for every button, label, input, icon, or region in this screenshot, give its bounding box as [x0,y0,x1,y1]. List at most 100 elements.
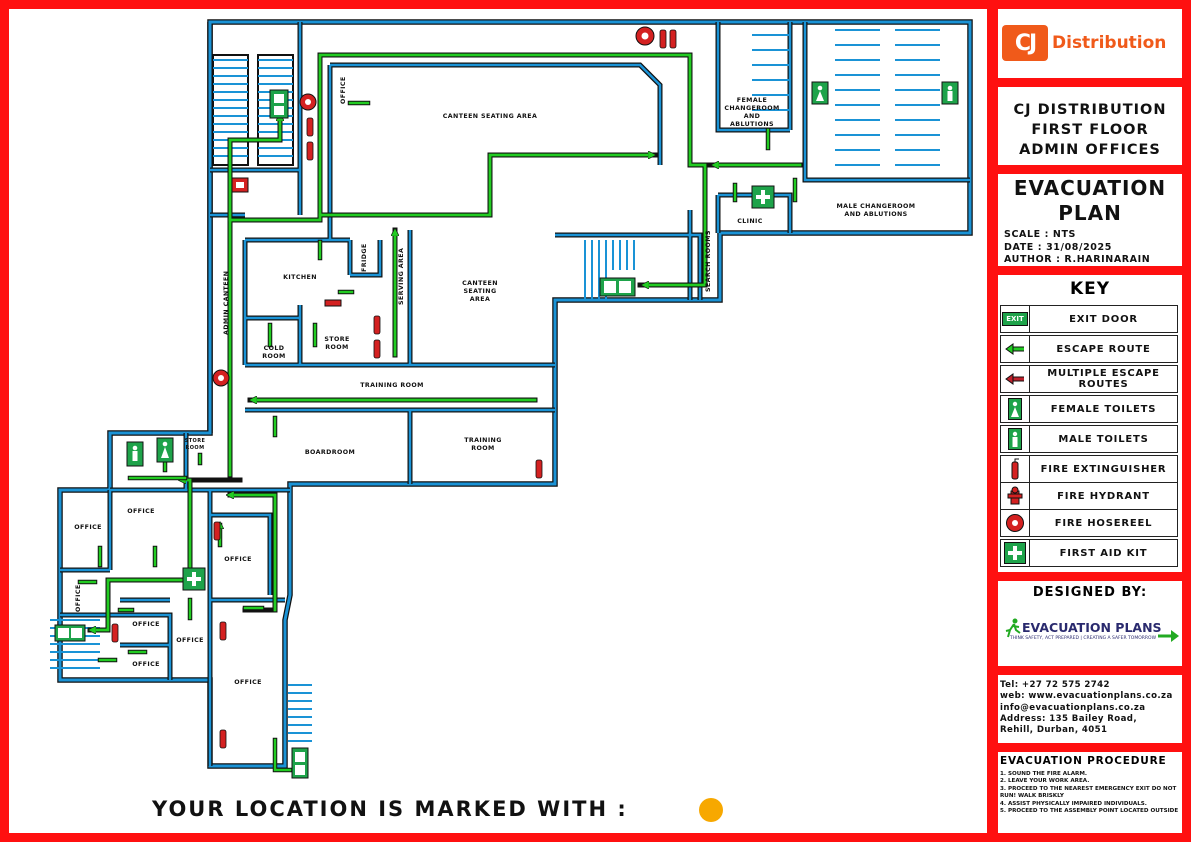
key-title: KEY [1069,279,1111,299]
exit-sign-left [54,624,86,642]
evacuation-title-line: PLAN [1058,201,1122,225]
fire-hydrant-icon [324,299,342,307]
procedure-title: EVACUATION PROCEDURE [1000,755,1167,767]
designer-name: EVACUATION PLANS [1022,620,1162,635]
procedure-step: 4. ASSIST PHYSICALLY IMPAIRED INDIVIDUAL… [1000,800,1147,807]
male-toilet-icon [126,441,144,467]
walls [57,19,973,769]
contact-details: Tel: +27 72 575 2742 web: www.evacuation… [1000,680,1173,736]
panel-separator [998,266,1182,275]
room-label: OFFICE [224,556,252,563]
room-label: ROOM [325,344,348,351]
room-label: OFFICE [127,508,155,515]
changeroom-cubicles [752,29,940,166]
plan-title-line: CJ DISTRIBUTION [1013,102,1167,118]
location-note: YOUR LOCATION IS MARKED WITH : [152,797,628,821]
key-row-fire-hosereel: FIRE HOSEREEL [1000,509,1178,537]
email: info@evacuationplans.co.za [1000,702,1146,713]
fire-extinguisher-icon [219,621,227,641]
designer-tagline: THINK SAFETY, ACT PREPARED | CREATING A … [1010,636,1157,641]
room-label: CANTEEN [462,280,498,287]
website: web: www.evacuationplans.co.za [1000,691,1173,702]
address-line: Address: 135 Bailey Road, [1000,713,1138,724]
room-label: OFFICE [132,621,160,628]
evacuation-title: EVACUATION PLAN [998,176,1182,226]
room-label: AREA [470,296,491,303]
exit-sign-bottom [291,747,309,779]
exit-sign-top [269,89,289,119]
panel-separator [998,572,1182,581]
author: AUTHOR : R.HARINARAIN [1004,254,1151,265]
fire-extinguisher-icon [373,315,381,335]
room-label: AND [744,113,761,120]
stair-mid [584,240,635,300]
key-label: FIRE HOSEREEL [1054,517,1153,529]
procedure-step: 2. LEAVE YOUR WORK AREA. [1000,778,1090,785]
female-toilet-icon [1001,396,1030,422]
key-label: FIRE EXTINGUISHER [1040,463,1167,475]
multiple-escape-routes-icon [1001,366,1030,392]
key-label: EXIT DOOR [1069,313,1138,325]
room-label: ROOM [471,445,494,452]
key-row-exit-door: EXIT EXIT DOOR [1000,305,1178,333]
fire-extinguisher-icon [669,29,677,49]
panel-separator [998,165,1182,174]
room-label: SEATING [463,288,496,295]
room-label: AND ABLUTIONS [844,211,907,218]
room-label: ABLUTIONS [730,121,774,128]
exit-door-icon: EXIT [1001,306,1030,332]
room-label: ROOM [186,445,205,451]
fire-extinguisher-icon [213,521,221,541]
exit-sign-mid [599,277,636,297]
key-row-first-aid: FIRST AID KIT [1000,539,1178,567]
room-label: CHANGEROOM [724,105,779,112]
room-label: STORE [324,336,349,343]
key-row-fire-extinguisher: FIRE EXTINGUISHER [1000,455,1178,483]
runner-icon [1004,618,1022,642]
first-aid-kit-icon [1001,540,1030,566]
fire-extinguisher-icon [306,117,314,137]
scale: SCALE : NTS [1004,229,1076,240]
key-row-fire-hydrant: FIRE HYDRANT [1000,482,1178,510]
procedure-step: 5. PROCEED TO THE ASSEMBLY POINT LOCATED… [1000,808,1179,815]
first-aid-kit-icon [182,567,206,591]
procedure-step: 3. PROCEED TO THE NEAREST EMERGENCY EXIT… [1000,785,1177,800]
plan-meta: SCALE : NTS DATE : 31/08/2025 AUTHOR : R… [1004,229,1150,267]
panel-separator [998,666,1182,675]
escape-route-icon [1001,336,1030,362]
fire-hydrant-icon [231,177,249,193]
plan-title-line: ADMIN OFFICES [1019,142,1161,158]
fire-hydrant-icon [1001,483,1030,509]
room-label: FEMALE [737,97,767,104]
room-label: CLINIC [737,218,763,225]
designed-by-title: DESIGNED BY: [1032,585,1148,600]
room-label: OFFICE [234,679,262,686]
key-row-multiple-escape: MULTIPLE ESCAPE ROUTES [1000,365,1178,393]
room-label: OFFICE [132,661,160,668]
procedure-step: 1. SOUND THE FIRE ALARM. [1000,771,1088,777]
plan-title-line: FIRST FLOOR [1031,122,1149,138]
room-label: KITCHEN [283,274,317,281]
room-label: BOARDROOM [305,449,355,456]
male-toilet-icon [1001,426,1030,452]
fire-hosereel-icon [212,369,230,387]
brand-logo: CJ [1002,25,1048,61]
room-label: ADMIN CANTEEN [223,271,230,335]
room-label: OFFICE [74,524,102,531]
brand-name: Distribution [1052,33,1167,53]
room-label: CANTEEN SEATING AREA [443,113,538,120]
female-toilet-icon [156,437,174,463]
room-label: TRAINING ROOM [360,382,424,389]
room-label: TRAINING [464,437,502,444]
fire-extinguisher-icon [1001,456,1030,482]
fire-hosereel-icon [299,93,317,111]
key-row-escape-route: ESCAPE ROUTE [1000,335,1178,363]
fire-extinguisher-icon [219,729,227,749]
escape-routes [77,52,803,773]
male-toilet-icon [941,81,959,105]
fire-extinguisher-icon [111,623,119,643]
room-label: SERVING AREA [398,248,405,305]
address-line: Rehill, Durban, 4051 [1000,725,1108,736]
room-label: OFFICE [340,76,347,104]
key-row-female-toilets: FEMALE TOILETS [1000,395,1178,423]
